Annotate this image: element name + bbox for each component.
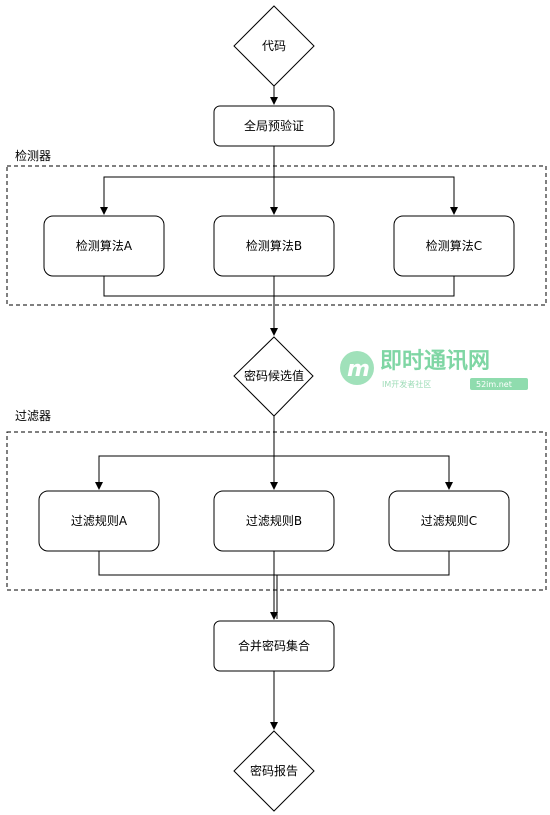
- node-precheck-label: 全局预验证: [244, 118, 304, 133]
- watermark-site: 52im.net: [476, 380, 512, 389]
- node-merge-shape: [213, 620, 335, 672]
- detector-group-box: [6, 165, 547, 306]
- node-detect-c-shape: [393, 215, 515, 277]
- watermark-logo-icon: [340, 351, 374, 385]
- node-filter-a-shape: [38, 490, 160, 552]
- node-filter-b: 过滤规则B: [213, 490, 335, 552]
- edge-precheck-detect-a: [100, 176, 274, 215]
- node-report-label: 密码报告: [250, 763, 298, 778]
- node-filter-b-shape: [213, 490, 335, 552]
- watermark-logo-letter: m: [347, 357, 370, 382]
- node-detect-a-label: 检测算法A: [76, 238, 133, 253]
- node-filter-b-label: 过滤规则B: [246, 513, 302, 528]
- node-filter-a-label: 过滤规则A: [71, 513, 128, 528]
- node-code-shape: [233, 5, 315, 87]
- watermark-title: 即时通讯网: [380, 349, 490, 374]
- edge-detect-a-join: [103, 276, 455, 297]
- edge-candidate-filter-c: [274, 455, 453, 490]
- node-detect-b: 检测算法B: [213, 215, 335, 277]
- node-report-shape: [233, 730, 315, 812]
- edges: [95, 86, 458, 730]
- node-detect-c: 检测算法C: [393, 215, 515, 277]
- node-code-label: 代码: [262, 39, 286, 53]
- watermark-subtitle: IM开发者社区: [382, 379, 431, 389]
- detector-group-label: 检测器: [15, 148, 51, 163]
- node-precheck-shape: [213, 105, 335, 147]
- edge-precheck-detect-c: [274, 176, 458, 215]
- node-filter-c: 过滤规则C: [388, 490, 510, 552]
- filter-group-label: 过滤器: [15, 409, 51, 423]
- node-filter-c-shape: [388, 490, 510, 552]
- node-filter-a: 过滤规则A: [38, 490, 160, 552]
- node-detect-a: 检测算法A: [43, 215, 165, 277]
- watermark-site-badge: [470, 378, 528, 390]
- node-code: 代码: [233, 5, 315, 87]
- node-report: 密码报告: [233, 730, 315, 812]
- watermark: m 即时通讯网 IM开发者社区 52im.net: [340, 349, 528, 390]
- node-filter-c-label: 过滤规则C: [421, 513, 477, 528]
- edge-candidate-filter-a: [95, 455, 274, 490]
- node-candidate: 密码候选值: [233, 336, 314, 417]
- node-candidate-shape: [233, 336, 314, 417]
- node-detect-b-shape: [213, 215, 335, 277]
- node-candidate-label: 密码候选值: [244, 368, 304, 383]
- node-detect-a-shape: [43, 215, 165, 277]
- node-detect-c-label: 检测算法C: [426, 238, 482, 253]
- node-precheck: 全局预验证: [213, 105, 335, 147]
- node-detect-b-label: 检测算法B: [246, 238, 302, 253]
- node-merge-label: 合并密码集合: [238, 638, 310, 653]
- node-merge: 合并密码集合: [213, 620, 335, 672]
